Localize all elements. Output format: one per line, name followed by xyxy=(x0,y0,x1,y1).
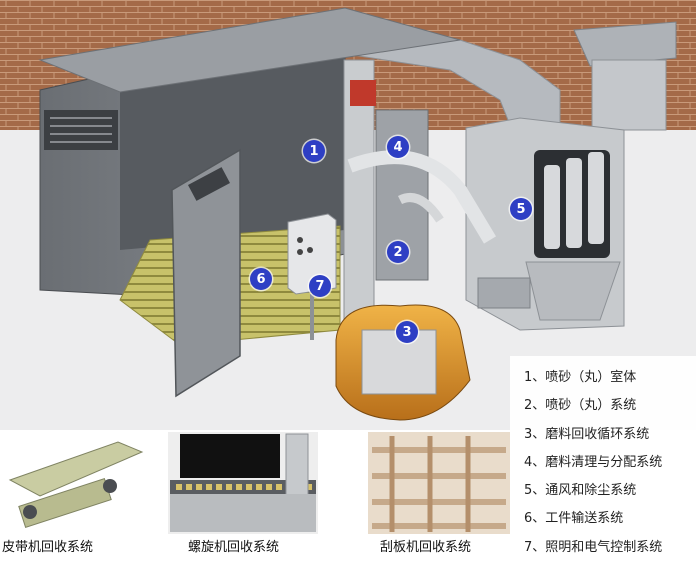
legend-item: 3、磨料回收循环系统 xyxy=(524,426,650,442)
callout-7: 7 xyxy=(309,275,331,297)
legend-item: 4、磨料清理与分配系统 xyxy=(524,454,663,470)
legend-item: 1、喷砂（丸）室体 xyxy=(524,370,637,385)
legend-item: 7、照明和电气控制系统 xyxy=(524,539,663,555)
callout-3: 3 xyxy=(396,321,418,343)
callout-4: 4 xyxy=(387,136,409,158)
legend-item: 6、工件输送系统 xyxy=(524,511,624,527)
callout-2: 2 xyxy=(387,241,409,263)
caption-belt-conveyor: 皮带机回收系统 xyxy=(2,540,94,555)
scraper-conveyor-inset xyxy=(368,432,510,534)
control-cabinet xyxy=(287,213,337,340)
legend-panel: 1、喷砂（丸）室体 2、喷砂（丸）系统 3、磨料回收循环系统 4、磨料清理与分配… xyxy=(510,356,696,559)
legend-item: 2、喷砂（丸）系统 xyxy=(524,398,637,414)
belt-conveyor-inset xyxy=(0,432,150,534)
screw-conveyor-inset xyxy=(168,432,318,534)
dust-collector xyxy=(465,21,677,331)
callout-1: 1 xyxy=(303,140,325,162)
legend-item: 5、通风和除尘系统 xyxy=(524,483,637,499)
room-door xyxy=(171,148,241,398)
caption-scraper-conveyor: 刮板机回收系统 xyxy=(380,540,472,555)
callout-5: 5 xyxy=(510,198,532,220)
caption-screw-conveyor: 螺旋机回收系统 xyxy=(188,540,280,555)
callout-6: 6 xyxy=(250,268,272,290)
